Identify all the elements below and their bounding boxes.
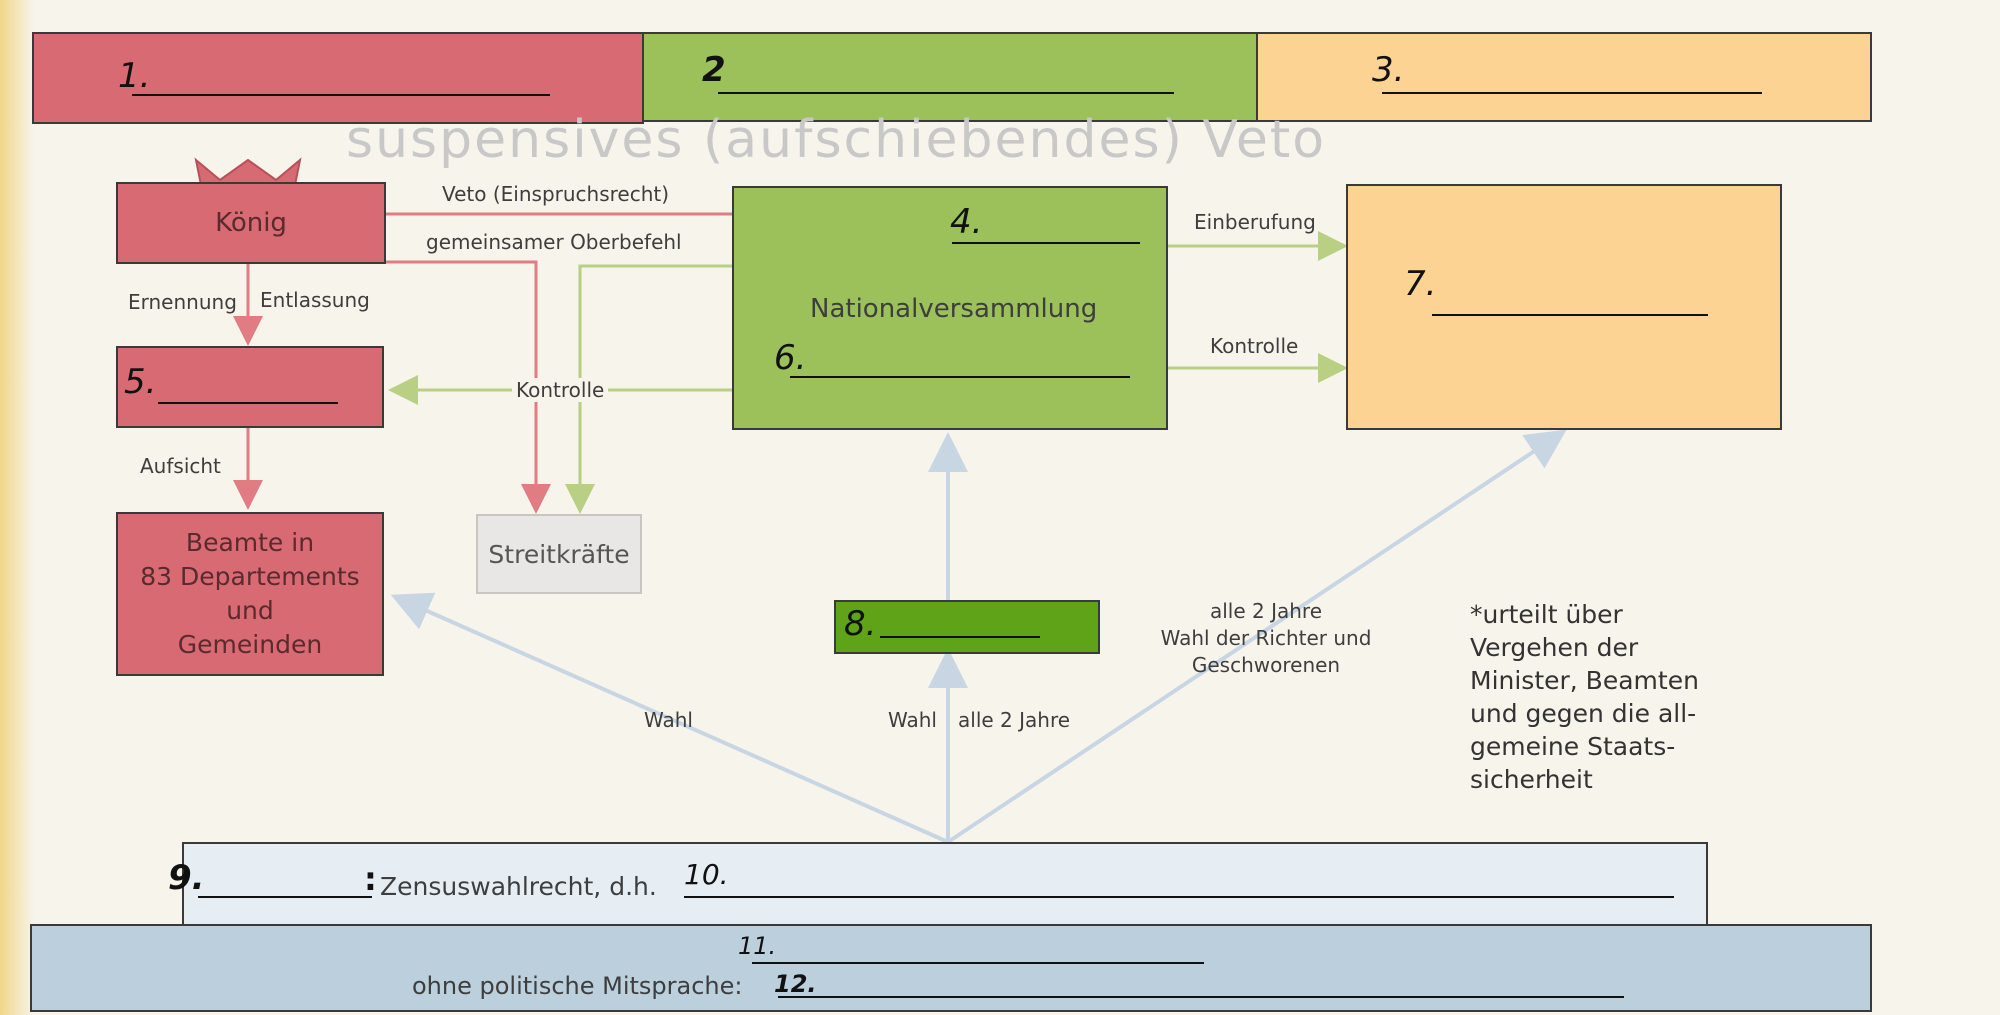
nationalversammlung-title: Nationalversammlung bbox=[810, 294, 1098, 324]
box-5-number: 5. bbox=[124, 362, 157, 402]
label-wahl-left: Wahl bbox=[644, 708, 693, 732]
header-number-2: 2 bbox=[702, 50, 726, 90]
header-blank-3[interactable] bbox=[1382, 92, 1762, 94]
koenig-box: König bbox=[116, 182, 386, 264]
box-7 bbox=[1346, 184, 1782, 430]
blank-4-line[interactable] bbox=[952, 242, 1140, 244]
header-blank-2[interactable] bbox=[718, 92, 1174, 94]
blank-4-number: 4. bbox=[950, 202, 983, 242]
header-segment-2 bbox=[642, 32, 1258, 122]
header-segment-1 bbox=[32, 32, 644, 124]
header-segment-3 bbox=[1256, 32, 1872, 122]
zensus-text: Zensuswahlrecht, d.h. bbox=[380, 872, 657, 901]
blank-11-number: 11. bbox=[738, 932, 777, 960]
box-5 bbox=[116, 346, 384, 428]
blank-10-number: 10. bbox=[684, 858, 729, 891]
blank-9-number: 9. bbox=[168, 858, 205, 898]
handwritten-veto-note: suspensives (aufschiebendes) Veto bbox=[346, 110, 1327, 170]
blank-6-number: 6. bbox=[774, 338, 807, 378]
label-kontrolle-right: Kontrolle bbox=[1210, 334, 1299, 358]
label-kontrolle-left: Kontrolle bbox=[512, 378, 609, 402]
zensus-colon: : bbox=[364, 860, 377, 898]
blank-9-line[interactable] bbox=[198, 896, 372, 898]
box-8-blank[interactable] bbox=[880, 636, 1040, 638]
blank-11-line[interactable] bbox=[752, 962, 1204, 964]
blank-10-line[interactable] bbox=[684, 896, 1674, 898]
page-edge-shadow bbox=[0, 0, 34, 1015]
streitkraefte-box: Streitkräfte bbox=[476, 514, 642, 594]
footnote-text: *urteilt über Vergehen der Minister, Bea… bbox=[1470, 600, 1699, 794]
zensus-bar bbox=[182, 842, 1708, 926]
blank-12-line[interactable] bbox=[778, 996, 1624, 998]
nationalversammlung-box bbox=[732, 186, 1168, 430]
label-richter-wahl: alle 2 Jahre Wahl der Richter und Geschw… bbox=[1160, 599, 1372, 677]
beamte-label: Beamte in 83 Departements und Gemeinden bbox=[140, 528, 360, 659]
box-8 bbox=[834, 600, 1100, 654]
box-7-blank[interactable] bbox=[1432, 314, 1708, 316]
box-5-blank[interactable] bbox=[158, 402, 338, 404]
header-blank-1[interactable] bbox=[132, 94, 550, 96]
box-7-number: 7. bbox=[1404, 264, 1437, 304]
bottom-bar-text: ohne politische Mitsprache: bbox=[412, 972, 743, 1000]
bottom-bar bbox=[30, 924, 1872, 1012]
label-veto: Veto (Einspruchsrecht) bbox=[442, 182, 670, 206]
label-ernennung: Ernennung bbox=[128, 290, 237, 314]
label-oberbefehl: gemeinsamer Oberbefehl bbox=[426, 230, 682, 254]
label-aufsicht: Aufsicht bbox=[140, 454, 221, 478]
label-einberufung: Einberufung bbox=[1194, 210, 1316, 234]
beamte-box: Beamte in 83 Departements und Gemeinden bbox=[116, 512, 384, 676]
label-entlassung: Entlassung bbox=[260, 288, 370, 312]
koenig-label: König bbox=[215, 208, 287, 238]
header-number-3: 3. bbox=[1372, 50, 1405, 90]
label-alle2-mid: alle 2 Jahre bbox=[958, 708, 1071, 732]
header-number-1: 1. bbox=[118, 56, 151, 96]
box-8-number: 8. bbox=[844, 604, 877, 644]
blank-6-line[interactable] bbox=[790, 376, 1130, 378]
label-wahl-mid: Wahl bbox=[888, 708, 937, 732]
blank-12-number: 12. bbox=[774, 970, 817, 998]
streitkraefte-label: Streitkräfte bbox=[488, 539, 630, 569]
